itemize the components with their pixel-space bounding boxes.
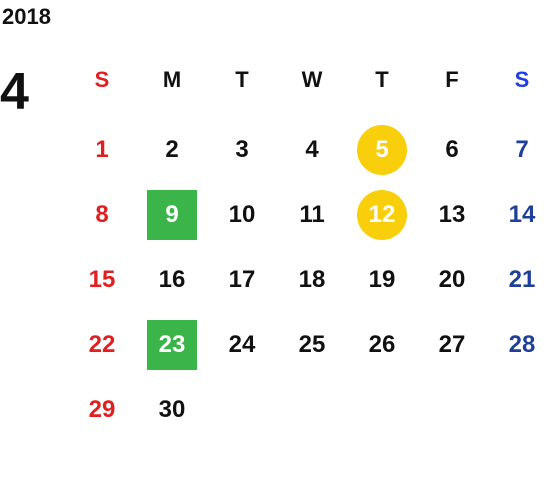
day-cell[interactable]: 6 (417, 125, 487, 175)
day-number: 22 (88, 331, 116, 358)
weekday-header-label: F (445, 67, 459, 92)
weekday-header: W (277, 55, 347, 105)
day-cell[interactable]: 25 (277, 320, 347, 370)
day-cell[interactable]: 21 (487, 255, 548, 305)
day-cell[interactable]: 2 (137, 125, 207, 175)
day-cell[interactable]: 28 (487, 320, 548, 370)
weekday-header-label: T (375, 67, 389, 92)
year-label: 2018 (2, 4, 51, 29)
day-number: 19 (368, 266, 396, 293)
day-cell[interactable]: 11 (277, 190, 347, 240)
day-cell[interactable]: 23 (137, 320, 207, 370)
day-cell[interactable]: 30 (137, 385, 207, 435)
weekday-header: T (347, 55, 417, 105)
weekday-header: S (487, 55, 548, 105)
weekday-header: F (417, 55, 487, 105)
day-cell[interactable]: 18 (277, 255, 347, 305)
day-number: 29 (88, 396, 116, 423)
day-number: 18 (298, 266, 326, 293)
day-number: 6 (445, 136, 459, 163)
day-cell[interactable]: 12 (347, 190, 417, 240)
day-cell[interactable]: 22 (67, 320, 137, 370)
day-number: 5 (375, 136, 389, 163)
day-number: 13 (438, 201, 466, 228)
day-cell[interactable]: 10 (207, 190, 277, 240)
day-number: 8 (95, 201, 109, 228)
weekday-header-label: W (301, 67, 323, 92)
weekday-header: M (137, 55, 207, 105)
day-cell[interactable]: 20 (417, 255, 487, 305)
weekday-header-label: S (514, 67, 530, 92)
day-number: 15 (88, 266, 116, 293)
day-number: 7 (515, 136, 529, 163)
day-number: 20 (438, 266, 466, 293)
month-number: 4 (0, 63, 29, 121)
day-number: 16 (158, 266, 186, 293)
weekday-header-label: T (235, 67, 249, 92)
day-number: 26 (368, 331, 396, 358)
day-number: 3 (235, 136, 249, 163)
day-number: 21 (508, 266, 536, 293)
day-cell[interactable]: 19 (347, 255, 417, 305)
day-cell[interactable]: 15 (67, 255, 137, 305)
weekday-header: S (67, 55, 137, 105)
day-number: 11 (299, 201, 325, 228)
day-number: 24 (228, 331, 256, 358)
day-cell[interactable]: 27 (417, 320, 487, 370)
day-number: 9 (165, 201, 179, 228)
day-number: 12 (368, 201, 396, 228)
weekday-header: T (207, 55, 277, 105)
day-number: 17 (228, 266, 256, 293)
day-cell[interactable]: 26 (347, 320, 417, 370)
weekday-header-label: S (94, 67, 110, 92)
day-cell[interactable]: 16 (137, 255, 207, 305)
day-cell[interactable]: 13 (417, 190, 487, 240)
day-number: 30 (158, 396, 186, 423)
day-cell[interactable]: 3 (207, 125, 277, 175)
day-cell[interactable]: 7 (487, 125, 548, 175)
day-number: 14 (508, 201, 536, 228)
day-cell[interactable]: 9 (137, 190, 207, 240)
day-number: 28 (508, 331, 536, 358)
day-number: 25 (298, 331, 326, 358)
day-number: 23 (158, 331, 186, 358)
day-cell[interactable]: 1 (67, 125, 137, 175)
day-cell[interactable]: 29 (67, 385, 137, 435)
day-cell[interactable]: 4 (277, 125, 347, 175)
day-number: 4 (305, 136, 319, 163)
day-number: 1 (95, 136, 109, 163)
day-cell[interactable]: 8 (67, 190, 137, 240)
day-cell[interactable]: 5 (347, 125, 417, 175)
day-cell[interactable]: 17 (207, 255, 277, 305)
day-number: 2 (165, 136, 179, 163)
weekday-header-label: M (162, 67, 182, 92)
day-number: 10 (228, 201, 256, 228)
day-cell[interactable]: 24 (207, 320, 277, 370)
day-number: 27 (438, 331, 466, 358)
day-cell[interactable]: 14 (487, 190, 548, 240)
